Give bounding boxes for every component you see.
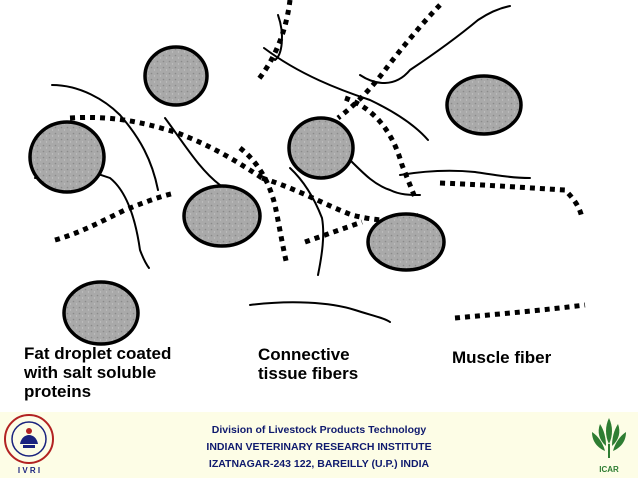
division-name: Division of Livestock Products Technolog…	[211, 424, 427, 436]
muscle-fiber	[238, 146, 290, 266]
connective-fiber	[263, 47, 429, 141]
muscle-fiber-label: Muscle fiber	[452, 348, 552, 367]
footer-banner: I V R I Division of Livestock Products T…	[0, 412, 638, 478]
connective-fiber	[289, 167, 325, 276]
muscle-fiber	[54, 190, 176, 243]
muscle-fiber	[336, 3, 442, 120]
fat-droplet	[62, 280, 140, 346]
muscle-fiber	[304, 219, 363, 245]
connective-fiber	[399, 169, 531, 179]
fat-droplet	[287, 116, 355, 180]
institute-address: IZATNAGAR-243 122, BAREILLY (U.P.) INDIA	[208, 458, 430, 470]
connective-fiber	[51, 84, 159, 191]
muscle-fiber	[439, 180, 585, 219]
fat-droplet	[445, 74, 523, 136]
institute-info: Division of Livestock Products Technolog…	[180, 422, 458, 473]
connective-fiber	[349, 159, 421, 196]
muscle-fiber	[344, 95, 419, 201]
muscle-fiber	[454, 302, 586, 321]
fat-droplet	[143, 45, 209, 107]
fat-droplet	[182, 184, 262, 248]
emulsion-diagram	[28, 0, 586, 346]
fat-droplet	[28, 120, 106, 194]
institute-name: INDIAN VETERINARY RESEARCH INSTITUTE	[206, 441, 432, 453]
fat-droplet	[366, 212, 446, 272]
fat-droplet-label: Fat droplet coated with salt soluble pro…	[24, 344, 172, 401]
icar-logo-icon: ICAR	[592, 418, 626, 474]
muscle-fiber	[261, 175, 421, 223]
connective-fiber	[274, 14, 283, 61]
ivri-logo-icon: I V R I	[4, 414, 54, 475]
icar-logo-text: ICAR	[599, 465, 619, 474]
connective-tissue-label: Connective tissue fibers	[258, 345, 359, 383]
connective-fiber	[249, 301, 391, 323]
muscle-fiber	[256, 0, 293, 82]
connective-fiber	[164, 117, 221, 186]
connective-fiber	[359, 5, 511, 84]
ivri-logo-text: I V R I	[18, 466, 40, 475]
